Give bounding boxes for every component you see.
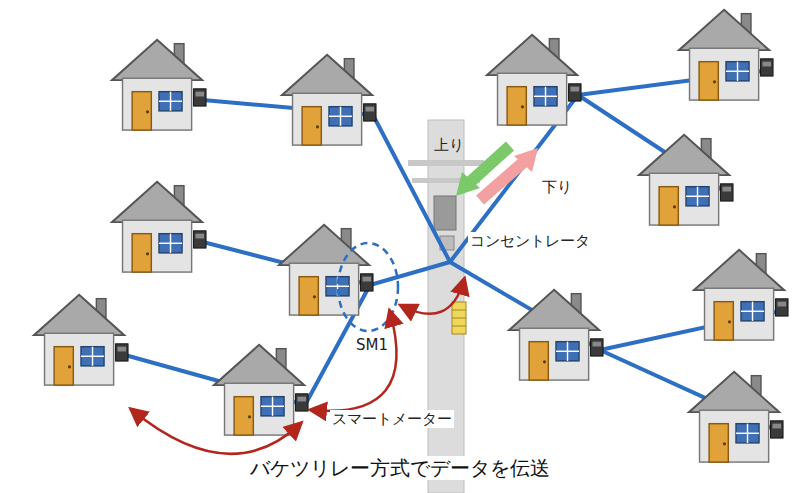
meter-id-label: SM1: [354, 336, 390, 354]
direction-label: 上り: [432, 136, 466, 154]
meter-label: スマートメーター: [330, 410, 454, 428]
direction-label: 下り: [540, 178, 574, 196]
concentrator-label: コンセントレータ: [468, 232, 592, 250]
caption: バケツリレー方式でデータを伝送: [248, 456, 552, 480]
